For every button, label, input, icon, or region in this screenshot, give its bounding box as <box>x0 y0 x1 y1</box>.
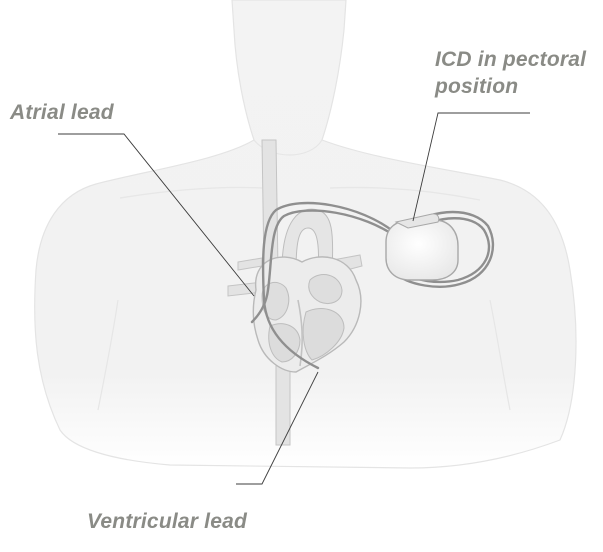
icd-label: ICD in pectoral position <box>435 46 586 100</box>
icd-can <box>386 220 458 280</box>
icd-label-line-1: ICD in pectoral <box>435 46 586 73</box>
ventricular-lead-label: Ventricular lead <box>87 508 247 535</box>
icd-label-line-2: position <box>435 73 586 100</box>
icd-device <box>386 214 458 280</box>
atrial-lead-label: Atrial lead <box>10 99 114 126</box>
